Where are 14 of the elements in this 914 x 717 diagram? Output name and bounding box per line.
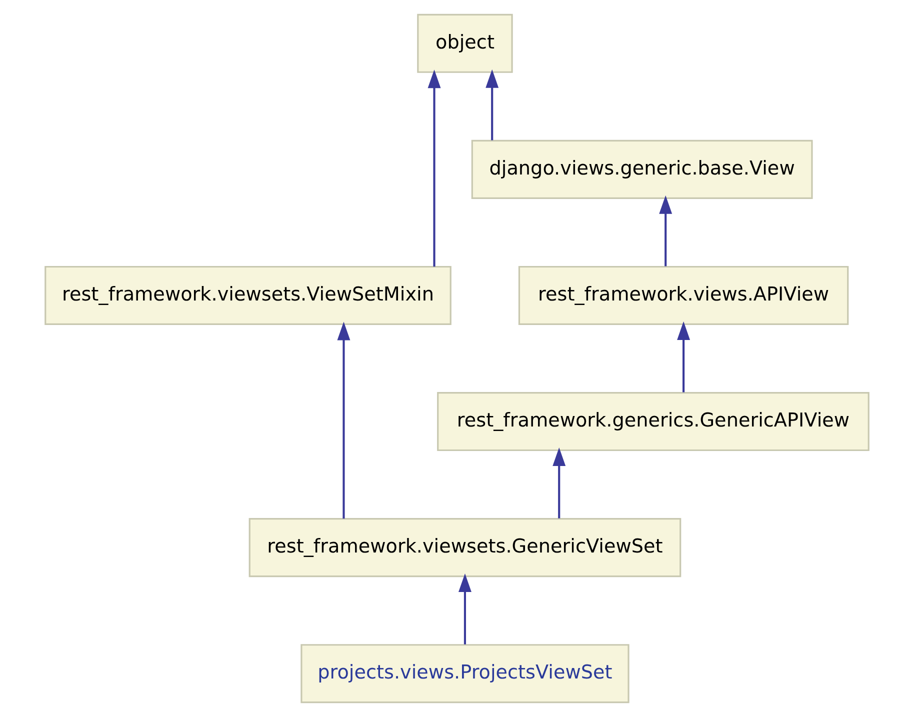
node-box: rest_framework.viewsets.GenericViewSet — [248, 518, 682, 578]
arrow — [677, 321, 690, 392]
node-box: rest_framework.viewsets.ViewSetMixin — [44, 266, 452, 325]
node-box: rest_framework.generics.GenericAPIView — [437, 392, 870, 452]
arrow — [428, 70, 441, 267]
arrow — [337, 322, 350, 519]
node-box: django.views.generic.base.View — [471, 140, 813, 199]
arrow — [552, 447, 566, 518]
node-box: rest_framework.views.APIView — [518, 266, 849, 325]
node-box: object — [417, 14, 513, 73]
arrow — [486, 69, 499, 140]
arrow — [659, 195, 672, 266]
arrow — [458, 573, 472, 644]
node-box: projects.views.ProjectsViewSet — [300, 644, 630, 704]
